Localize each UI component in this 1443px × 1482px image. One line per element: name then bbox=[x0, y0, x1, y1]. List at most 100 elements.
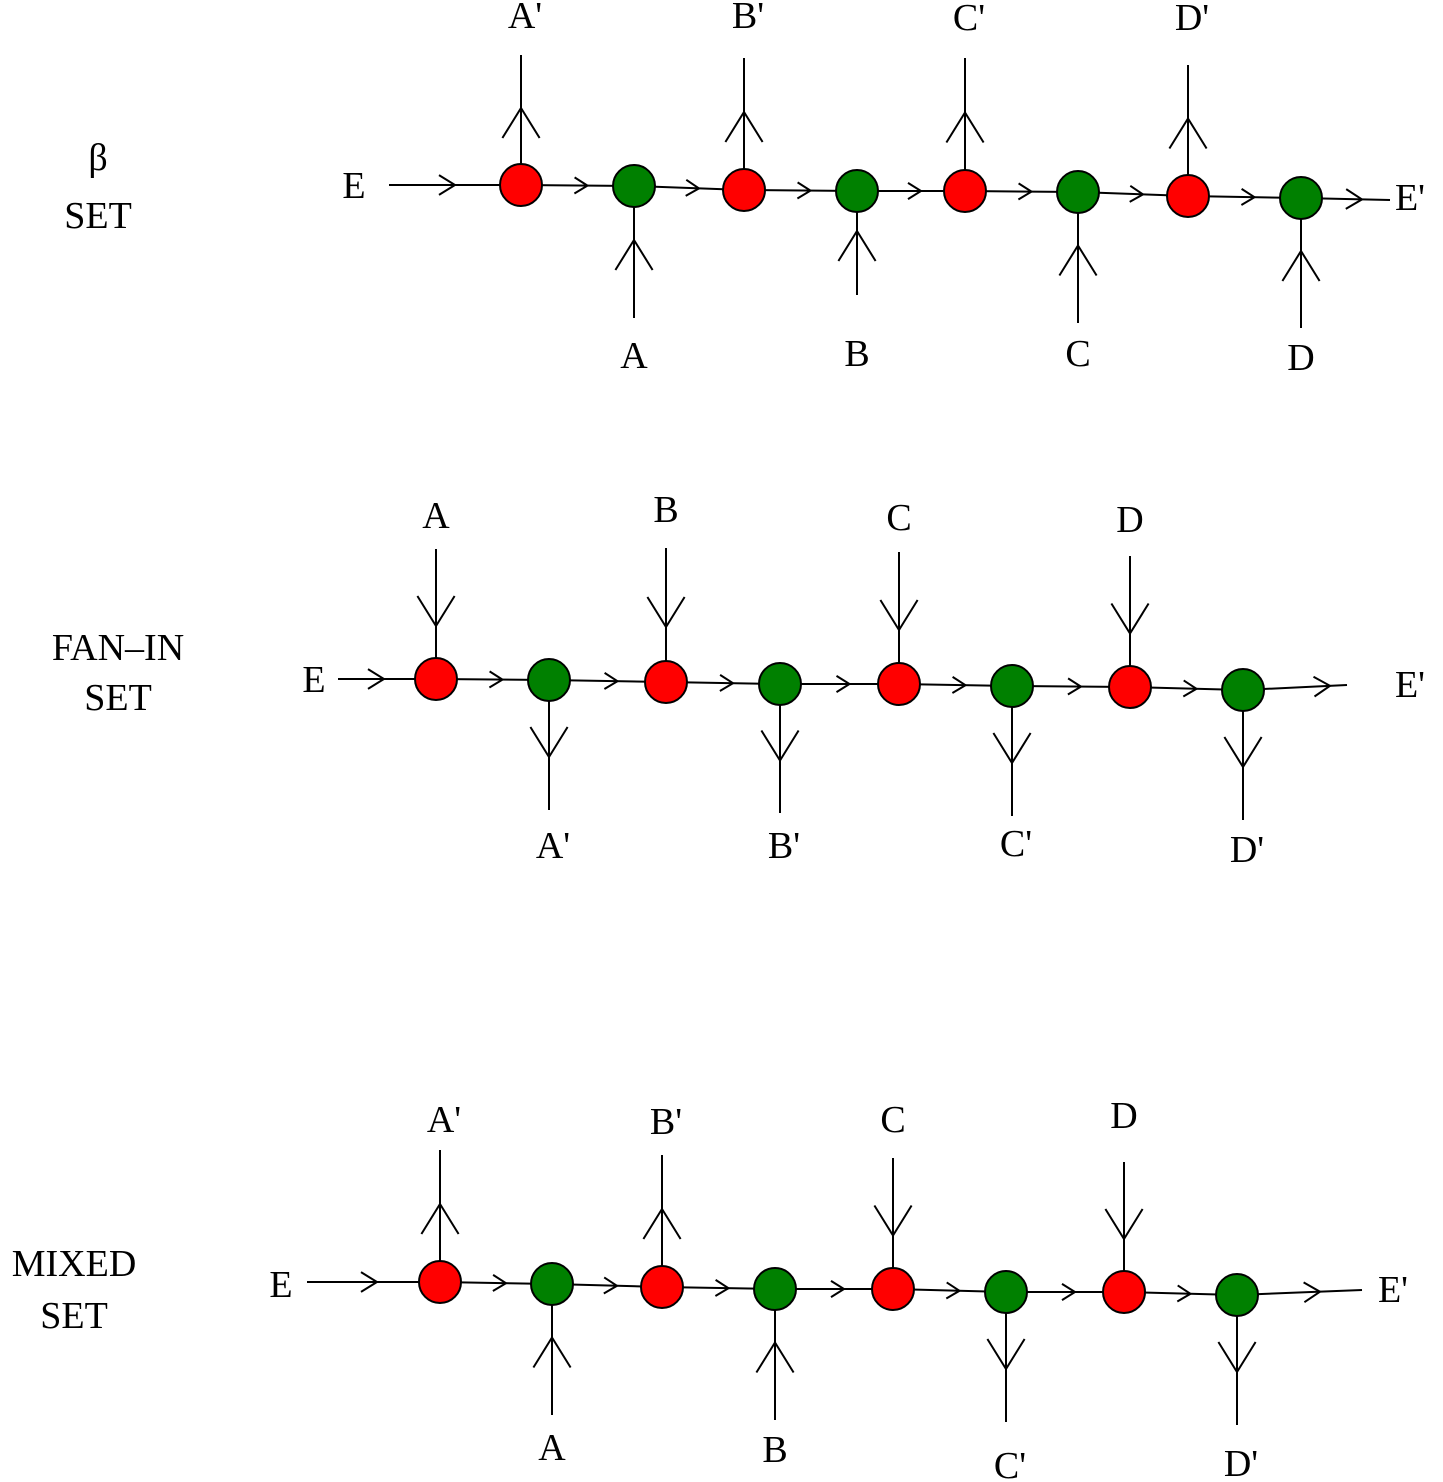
beta-node-4-green bbox=[835, 169, 879, 213]
fan-in-chain-arrow-2 bbox=[603, 672, 620, 690]
fan-in-node-2-green bbox=[527, 658, 571, 702]
fan-in-branch-arrow-3 bbox=[646, 596, 686, 629]
fan-in-branch-label-8: D' bbox=[1230, 829, 1264, 871]
fan-in-branch-label-6: C' bbox=[1000, 823, 1032, 865]
mixed-chain-arrow-1 bbox=[492, 1274, 508, 1292]
mixed-node-5-red bbox=[871, 1267, 915, 1311]
mixed-row-label-line-2: SET bbox=[40, 1295, 108, 1337]
beta-row-label-line-1: β bbox=[88, 137, 107, 179]
mixed-row-label-line-1: MIXED bbox=[12, 1243, 137, 1285]
beta-branch-label-8: D bbox=[1287, 337, 1314, 379]
beta-node-5-red bbox=[943, 169, 987, 213]
mixed-branch-label-1: A' bbox=[427, 1099, 461, 1141]
beta-output-arrow bbox=[1345, 188, 1364, 210]
mixed-branch-label-2: A bbox=[538, 1427, 566, 1469]
beta-node-3-red bbox=[722, 168, 766, 212]
beta-chain-arrow-4 bbox=[907, 182, 923, 200]
mixed-output-arrow bbox=[1303, 1281, 1322, 1304]
fan-in-branch-arrow-6 bbox=[992, 732, 1032, 765]
fan-in-chain-arrow-7 bbox=[1182, 679, 1199, 698]
mixed-node-4-green bbox=[753, 1267, 797, 1311]
fan-in-node-4-green bbox=[758, 662, 802, 706]
fan-in-branch-label-1: A bbox=[422, 495, 450, 537]
mixed-branch-arrow-2 bbox=[532, 1335, 572, 1369]
mixed-branch-arrow-7 bbox=[1104, 1208, 1144, 1241]
mixed-chain-arrow-2 bbox=[603, 1276, 619, 1295]
mixed-branch-label-8: D' bbox=[1224, 1443, 1258, 1482]
beta-input-label: E bbox=[342, 165, 365, 207]
beta-branch-label-4: B bbox=[844, 333, 869, 375]
mixed-chain-arrow-7 bbox=[1176, 1284, 1193, 1303]
beta-chain-arrow-3 bbox=[796, 181, 813, 200]
fan-in-branch-label-4: B' bbox=[768, 825, 800, 867]
fan-in-output-arrow bbox=[1313, 675, 1332, 698]
beta-branch-label-6: C bbox=[1065, 333, 1090, 375]
beta-branch-arrow-1 bbox=[501, 106, 541, 139]
beta-chain-arrow-2 bbox=[685, 178, 701, 197]
beta-branch-arrow-8 bbox=[1281, 249, 1321, 282]
mixed-branch-arrow-8 bbox=[1217, 1341, 1257, 1374]
mixed-node-8-green bbox=[1215, 1273, 1259, 1317]
fan-in-input-arrow bbox=[367, 668, 386, 690]
fan-in-node-3-red bbox=[644, 660, 688, 704]
fan-in-branch-arrow-1 bbox=[416, 595, 456, 628]
mixed-branch-label-3: B' bbox=[650, 1101, 682, 1143]
beta-branch-arrow-6 bbox=[1058, 243, 1098, 277]
fan-in-row-label-line-2: SET bbox=[84, 677, 152, 719]
fan-in-chain-arrow-6 bbox=[1067, 677, 1083, 696]
fan-in-branch-arrow-4 bbox=[760, 729, 800, 763]
mixed-branch-label-7: D bbox=[1110, 1095, 1137, 1137]
beta-output-label: E' bbox=[1395, 177, 1425, 219]
fan-in-branch-label-5: C bbox=[886, 497, 911, 539]
beta-branch-label-1: A' bbox=[508, 0, 542, 37]
fan-in-node-1-red bbox=[414, 657, 458, 701]
fan-in-branch-arrow-5 bbox=[879, 599, 919, 632]
mixed-input-label: E bbox=[269, 1264, 292, 1306]
fan-in-branch-arrow-7 bbox=[1110, 602, 1150, 636]
mixed-node-2-green bbox=[530, 1262, 574, 1306]
beta-branch-arrow-4 bbox=[837, 229, 877, 262]
beta-chain-arrow-7 bbox=[1240, 188, 1257, 206]
mixed-node-3-red bbox=[640, 1265, 684, 1309]
mixed-chain-arrow-5 bbox=[945, 1281, 962, 1300]
mixed-branch-arrow-5 bbox=[873, 1204, 913, 1238]
beta-node-7-red bbox=[1166, 174, 1210, 218]
fan-in-node-5-red bbox=[877, 662, 921, 706]
fan-in-node-7-red bbox=[1108, 665, 1152, 709]
fan-in-chain-arrow-4 bbox=[835, 675, 852, 693]
mixed-output-label: E' bbox=[1378, 1269, 1408, 1311]
beta-branch-label-5: C' bbox=[953, 0, 985, 39]
mixed-chain-arrow-3 bbox=[714, 1279, 731, 1297]
beta-node-6-green bbox=[1056, 170, 1100, 214]
beta-branch-arrow-2 bbox=[614, 238, 654, 271]
beta-branch-label-7: D' bbox=[1175, 0, 1209, 39]
beta-branch-label-2: A bbox=[620, 335, 648, 377]
mixed-chain-arrow-6 bbox=[1061, 1283, 1077, 1301]
fan-in-output-label: E' bbox=[1395, 664, 1425, 706]
beta-chain-arrow-5 bbox=[1017, 182, 1034, 201]
fan-in-branch-arrow-8 bbox=[1223, 736, 1263, 769]
fan-in-chain-arrow-3 bbox=[719, 674, 735, 692]
beta-row-label-line-2: SET bbox=[64, 195, 132, 237]
beta-branch-arrow-3 bbox=[724, 110, 764, 143]
beta-branch-arrow-7 bbox=[1168, 116, 1208, 150]
beta-node-1-red bbox=[499, 163, 543, 207]
beta-node-2-green bbox=[612, 164, 656, 208]
fan-in-chain-arrow-1 bbox=[488, 670, 505, 689]
fan-in-node-8-green bbox=[1221, 668, 1265, 712]
beta-chain-arrow-6 bbox=[1129, 184, 1145, 203]
mixed-branch-arrow-3 bbox=[642, 1207, 682, 1240]
mixed-node-6-green bbox=[984, 1270, 1028, 1314]
beta-branch-label-3: B' bbox=[732, 0, 764, 37]
fan-in-row-label-line-1: FAN–IN bbox=[52, 627, 184, 669]
fan-in-node-6-green bbox=[990, 664, 1034, 708]
mixed-branch-label-5: C bbox=[880, 1099, 905, 1141]
mixed-branch-arrow-1 bbox=[420, 1202, 460, 1235]
beta-branch-arrow-5 bbox=[945, 110, 985, 144]
fan-in-chain-arrow-5 bbox=[951, 676, 968, 694]
mixed-chain-arrow-4 bbox=[830, 1280, 846, 1298]
fan-in-input-label: E bbox=[302, 659, 325, 701]
mixed-branch-arrow-6 bbox=[986, 1338, 1026, 1371]
mixed-branch-label-4: B bbox=[762, 1429, 787, 1471]
